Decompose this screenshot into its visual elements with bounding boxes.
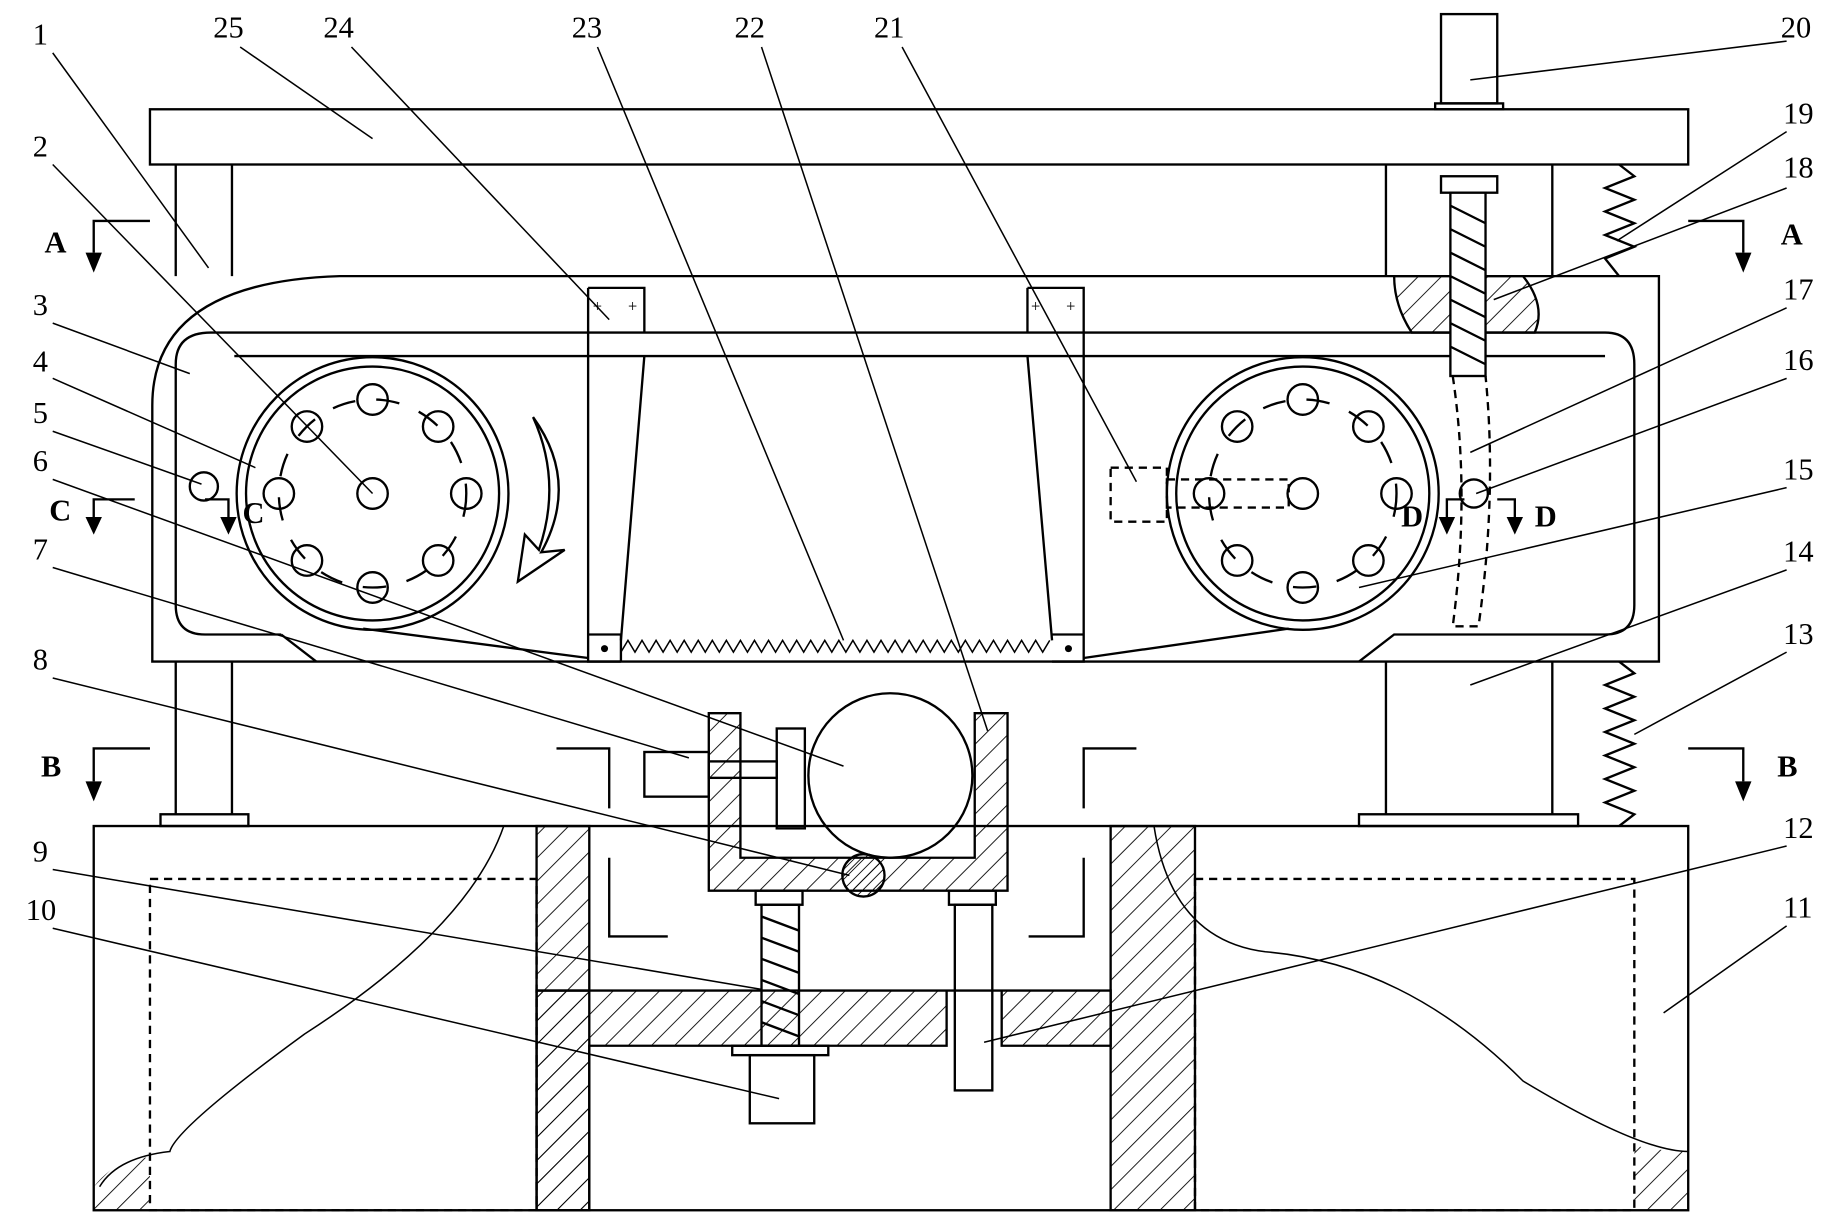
right-wheel — [1109, 356, 1440, 631]
lead-screw-upper — [1439, 175, 1499, 628]
section-d-left: D — [1401, 499, 1423, 533]
top-plate — [148, 108, 1690, 166]
motor-flange — [1433, 102, 1505, 111]
label-24: 24 — [323, 11, 353, 45]
label-12: 12 — [1783, 811, 1813, 845]
workpiece-6 — [807, 692, 974, 859]
section-d-right: D — [1535, 499, 1557, 533]
blade-guide-right: ++ — [1026, 286, 1085, 663]
label-16: 16 — [1783, 343, 1813, 377]
section-a-right: A — [1781, 217, 1803, 251]
label-9: 9 — [33, 834, 48, 868]
label-4: 4 — [33, 344, 48, 378]
label-23: 23 — [572, 11, 602, 45]
svg-text:+: + — [593, 296, 602, 315]
label-10: 10 — [26, 893, 56, 927]
label-3: 3 — [33, 288, 48, 322]
label-22: 22 — [735, 11, 765, 45]
svg-text:+: + — [1066, 296, 1075, 315]
label-17: 17 — [1783, 273, 1813, 307]
guide-rod-12 — [947, 889, 997, 906]
label-1: 1 — [33, 18, 48, 52]
label-2: 2 — [33, 129, 48, 163]
section-marks — [85, 219, 1752, 938]
motor-20 — [1439, 12, 1499, 105]
label-21: 21 — [874, 11, 904, 45]
section-labels: A A B B C C D D — [41, 217, 1803, 783]
label-19: 19 — [1783, 96, 1813, 130]
pin-16 — [1458, 478, 1490, 509]
spring-13 — [1601, 660, 1638, 827]
label-18: 18 — [1783, 150, 1813, 184]
label-15: 15 — [1783, 452, 1813, 486]
saw-blade — [620, 638, 1051, 654]
rod-8 — [841, 853, 886, 898]
label-8: 8 — [33, 643, 48, 677]
pin-5 — [188, 471, 220, 502]
spring-19 — [1601, 163, 1638, 277]
label-13: 13 — [1783, 617, 1813, 651]
cylinder-7 — [643, 750, 710, 798]
section-b-right: B — [1777, 750, 1797, 784]
label-14: 14 — [1783, 535, 1813, 569]
base — [92, 824, 1690, 1212]
section-a-left: A — [45, 226, 67, 260]
left-wheel — [235, 356, 510, 631]
section-b-left: B — [41, 750, 61, 784]
base-wall-right — [1109, 824, 1197, 1212]
label-25: 25 — [213, 11, 243, 45]
label-20: 20 — [1781, 11, 1811, 45]
base-floor — [535, 989, 1112, 1212]
motor-10 — [731, 1044, 830, 1057]
label-6: 6 — [33, 444, 48, 478]
section-c-right: C — [243, 496, 265, 530]
label-5: 5 — [33, 396, 48, 430]
label-7: 7 — [33, 532, 48, 566]
svg-text:+: + — [1031, 296, 1040, 315]
blade-guide-left: ++ — [586, 286, 646, 663]
saw-frame — [151, 274, 1661, 663]
part-labels: 1 25 24 23 22 21 20 19 18 17 16 15 14 13… — [26, 11, 1814, 927]
section-c-left: C — [49, 493, 71, 527]
rotation-arrow — [516, 416, 566, 585]
label-11: 11 — [1783, 891, 1812, 925]
svg-text:+: + — [628, 296, 637, 315]
leader-lines — [52, 40, 1788, 1100]
left-column — [159, 164, 250, 828]
